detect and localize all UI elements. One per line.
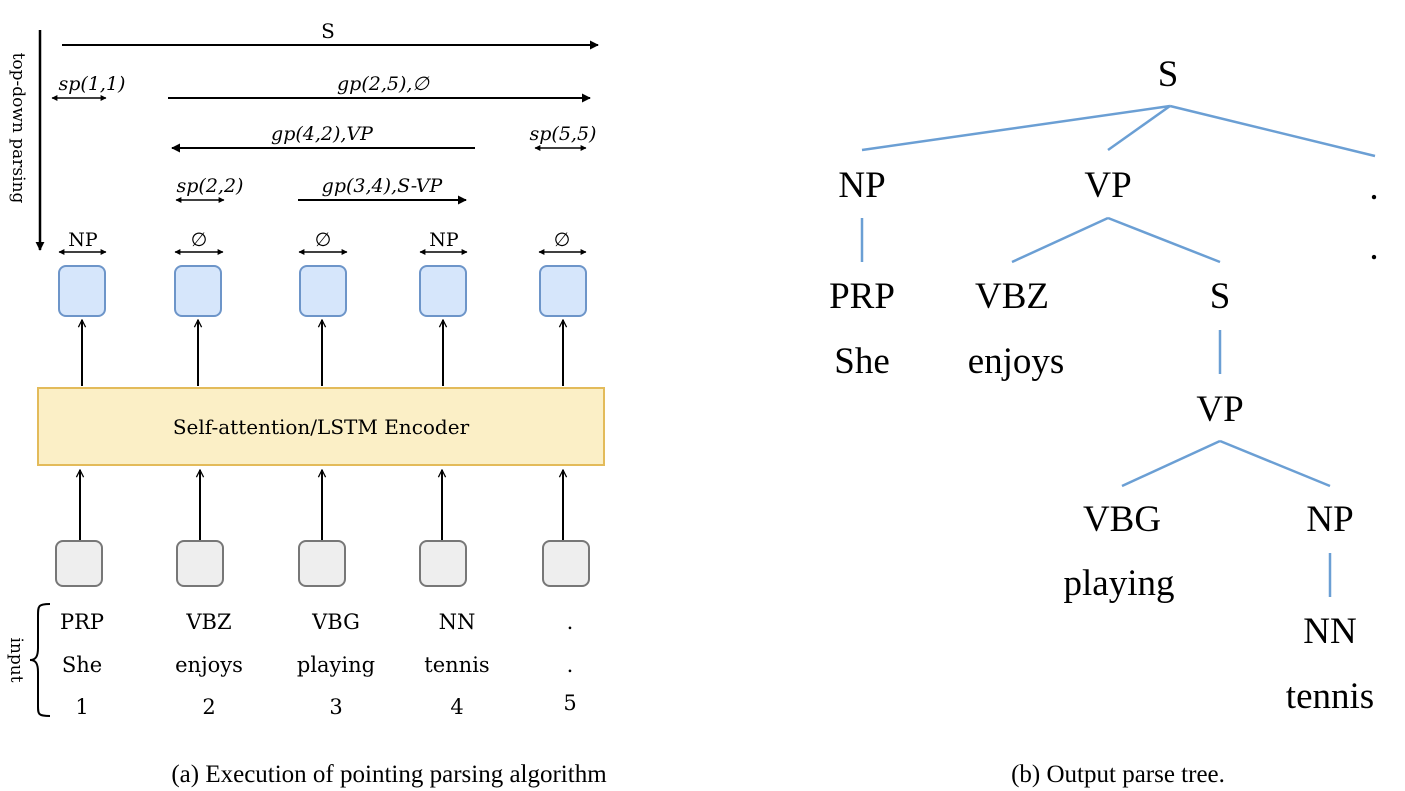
token-word-2: enjoys (175, 653, 243, 677)
output-box-2 (174, 265, 222, 317)
input-boxes (55, 540, 590, 587)
output-box-4 (419, 265, 467, 317)
token-tag-5: . (567, 610, 574, 634)
node-root-s: S (1158, 54, 1179, 95)
input-box-3 (298, 540, 346, 587)
caption-b: (b) Output parse tree. (1011, 761, 1225, 788)
node-prp: PRP (829, 276, 895, 317)
encoder-box (37, 387, 605, 466)
span-label-5: ∅ (554, 229, 571, 251)
node-s2: S (1210, 276, 1231, 317)
span-label-3: ∅ (315, 229, 332, 251)
node-punct-tag: . (1369, 167, 1378, 208)
token-index-2: 2 (202, 695, 215, 719)
node-np: NP (838, 165, 885, 206)
gp42-label: gp(4,2),VP (271, 123, 374, 145)
tree-edges (860, 104, 1376, 597)
token-word-1: She (62, 653, 102, 677)
output-box-1 (58, 265, 106, 317)
token-word-5: . (567, 653, 574, 677)
input-tokens: PRP She 1 VBZ enjoys 2 VBG playing 3 NN … (60, 610, 577, 719)
output-box-5 (539, 265, 587, 317)
output-boxes (58, 265, 587, 317)
node-vp: VP (1084, 165, 1131, 206)
edge-s-punct (1169, 104, 1376, 158)
token-tag-1: PRP (60, 610, 104, 634)
span-label-4: NP (429, 229, 459, 251)
token-index-5: 5 (563, 691, 576, 715)
sp55-label: sp(5,5) (530, 123, 597, 145)
token-word-4: tennis (424, 653, 489, 677)
node-vbz: VBZ (975, 276, 1049, 317)
word-she: She (834, 341, 890, 382)
edge-s-np (861, 104, 1171, 152)
edge-vp-s (1107, 216, 1221, 264)
encoder-to-output-arrows (82, 320, 563, 386)
input-box-1 (55, 540, 103, 587)
edge-vp-vbz (1011, 216, 1109, 264)
token-index-3: 3 (329, 695, 342, 719)
token-index-1: 1 (75, 695, 88, 719)
panel-b-parse-tree: S NP VP . . PRP She VBZ enjoys S VP VBG … (829, 54, 1379, 788)
edge-s-vp (1107, 104, 1171, 152)
word-playing: playing (1064, 563, 1175, 604)
token-tag-3: VBG (311, 610, 360, 634)
token-word-3: playing (297, 653, 375, 677)
panel-a-pointing-parsing: top-down parsing S sp(1,1) gp(2,5),∅ gp(… (6, 19, 607, 788)
s-arrow-label: S (321, 19, 335, 43)
gp25-label: gp(2,5),∅ (337, 73, 430, 95)
input-brace (29, 603, 51, 717)
gp34-label: gp(3,4),S-VP (322, 175, 444, 197)
token-index-4: 4 (450, 695, 463, 719)
node-nn: NN (1303, 611, 1356, 652)
input-box-4 (419, 540, 467, 587)
output-box-3 (299, 265, 347, 317)
input-label: input (6, 637, 26, 682)
span-label-1: NP (68, 229, 98, 251)
edge-vp2-vbg (1121, 439, 1221, 488)
word-enjoys: enjoys (968, 341, 1065, 382)
token-tag-4: NN (439, 610, 476, 634)
edge-vp2-np (1219, 439, 1331, 488)
top-down-label: top-down parsing (8, 53, 28, 204)
sp22-label: sp(2,2) (177, 175, 244, 197)
node-vp2: VP (1196, 389, 1243, 430)
node-punct-word: . (1369, 227, 1378, 268)
encoder-label: Self-attention/LSTM Encoder (173, 415, 470, 439)
input-to-encoder-arrows (80, 470, 563, 540)
word-tennis: tennis (1286, 676, 1374, 717)
caption-a: (a) Execution of pointing parsing algori… (171, 761, 607, 788)
tree-nodes: S NP VP . . PRP She VBZ enjoys S VP VBG … (829, 54, 1379, 717)
input-box-2 (176, 540, 224, 587)
token-tag-2: VBZ (185, 610, 231, 634)
span-label-2: ∅ (191, 229, 208, 251)
node-vbg: VBG (1083, 499, 1161, 540)
node-np2: NP (1306, 499, 1353, 540)
input-box-5 (542, 540, 590, 587)
sp11-label: sp(1,1) (59, 73, 126, 95)
